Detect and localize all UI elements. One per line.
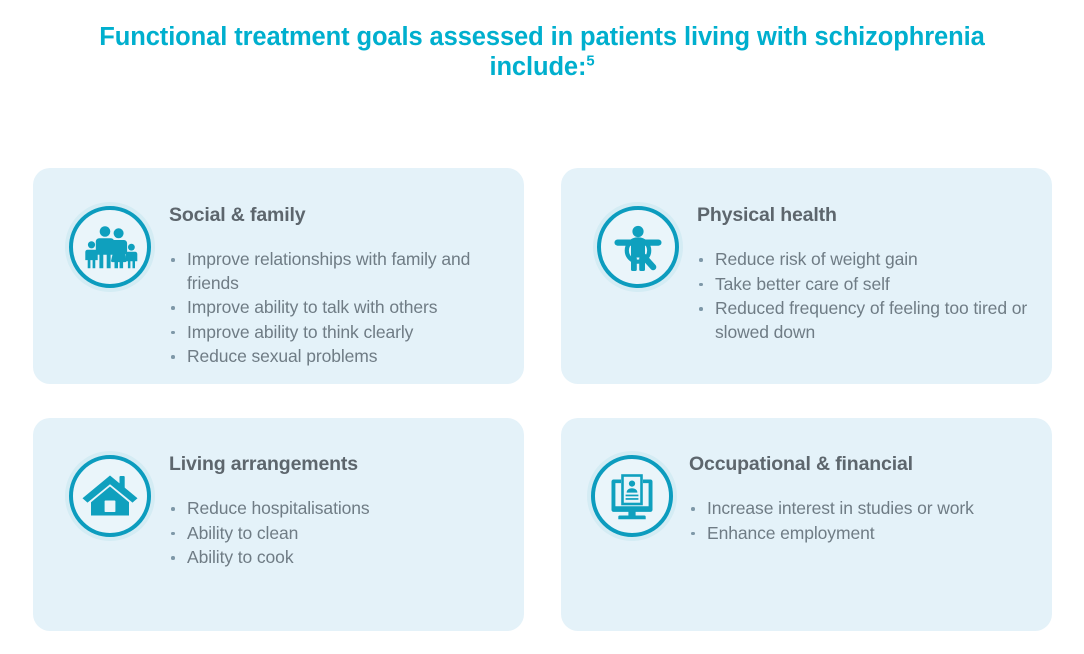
bullet-dot-icon	[699, 307, 703, 311]
page-title: Functional treatment goals assessed in p…	[92, 22, 992, 82]
goal-card-physical-health: Physical health Reduce risk of weight ga…	[561, 168, 1052, 384]
list-item: Improve relationships with family and fr…	[169, 248, 509, 295]
goal-card-heading: Physical health	[697, 204, 837, 226]
page-title-text: Functional treatment goals assessed in p…	[99, 23, 985, 81]
bullet-dot-icon	[691, 531, 695, 535]
goal-card-heading: Occupational & financial	[689, 453, 913, 475]
list-item-text: Ability to cook	[187, 547, 294, 567]
list-item-text: Increase interest in studies or work	[707, 498, 974, 518]
house-icon	[65, 451, 155, 541]
list-item: Ability to clean	[169, 522, 509, 546]
goal-bullet-list: Improve relationships with family and fr…	[169, 248, 509, 369]
goal-bullet-list: Reduce hospitalisations Ability to clean…	[169, 497, 509, 570]
list-item: Reduce sexual problems	[169, 345, 509, 369]
bullet-dot-icon	[171, 507, 175, 511]
list-item-text: Reduced frequency of feeling too tired o…	[715, 298, 1028, 342]
goal-card-living-arrangements: Living arrangements Reduce hospitalisati…	[33, 418, 524, 631]
person-magnifier-icon	[593, 202, 683, 292]
list-item-text: Reduce sexual problems	[187, 346, 378, 366]
list-item: Increase interest in studies or work	[689, 497, 1039, 521]
list-item-text: Take better care of self	[715, 273, 890, 294]
list-item: Enhance employment	[689, 522, 1039, 546]
list-item: Reduce risk of weight gain	[697, 248, 1042, 272]
list-item: Take better care of self	[697, 273, 1042, 297]
list-item: Improve ability to talk with others	[169, 296, 509, 320]
goal-card-occupational-financial: Occupational & financial Increase intere…	[561, 418, 1052, 631]
goal-cards-grid: Social & family Improve relationships wi…	[33, 168, 1052, 631]
page-title-reference: 5	[586, 53, 595, 70]
goal-card-body: Social & family Improve relationships wi…	[169, 204, 509, 370]
list-item-text: Enhance employment	[707, 522, 875, 543]
list-item-text: Improve ability to think clearly	[187, 321, 414, 342]
goal-card-heading: Living arrangements	[169, 453, 358, 475]
goal-card-social-family: Social & family Improve relationships wi…	[33, 168, 524, 384]
bullet-dot-icon	[699, 282, 703, 286]
family-group-icon	[65, 202, 155, 292]
bullet-dot-icon	[691, 507, 695, 511]
bullet-dot-icon	[171, 258, 175, 262]
list-item: Reduced frequency of feeling too tired o…	[697, 297, 1042, 344]
bullet-dot-icon	[171, 355, 175, 359]
list-item-text: Ability to clean	[187, 522, 299, 543]
bullet-dot-icon	[699, 258, 703, 262]
monitor-resume-icon	[587, 451, 677, 541]
goal-bullet-list: Reduce risk of weight gain Take better c…	[697, 248, 1042, 344]
list-item-text: Improve relationships with family and fr…	[187, 249, 471, 293]
bullet-dot-icon	[171, 306, 175, 310]
goal-card-body: Living arrangements Reduce hospitalisati…	[169, 453, 509, 571]
bullet-dot-icon	[171, 556, 175, 560]
bullet-dot-icon	[171, 330, 175, 334]
list-item-text: Reduce hospitalisations	[187, 498, 370, 518]
goal-bullet-list: Increase interest in studies or work Enh…	[689, 497, 1039, 545]
list-item-text: Improve ability to talk with others	[187, 297, 438, 317]
list-item-text: Reduce risk of weight gain	[715, 249, 918, 269]
list-item: Improve ability to think clearly	[169, 321, 509, 345]
goal-card-body: Occupational & financial Increase intere…	[689, 453, 1039, 546]
list-item: Ability to cook	[169, 546, 509, 570]
bullet-dot-icon	[171, 531, 175, 535]
list-item: Reduce hospitalisations	[169, 497, 509, 521]
goal-card-body: Physical health Reduce risk of weight ga…	[697, 204, 1042, 345]
goal-card-heading: Social & family	[169, 204, 306, 226]
